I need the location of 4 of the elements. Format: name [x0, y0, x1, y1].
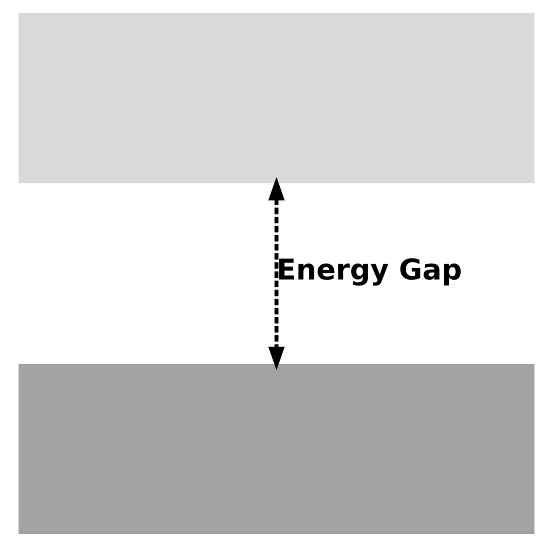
edge-label: Energy Gap — [276, 252, 462, 286]
node-bar — [18, 12, 534, 184]
arrow — [268, 176, 285, 370]
node-bar — [18, 364, 534, 534]
